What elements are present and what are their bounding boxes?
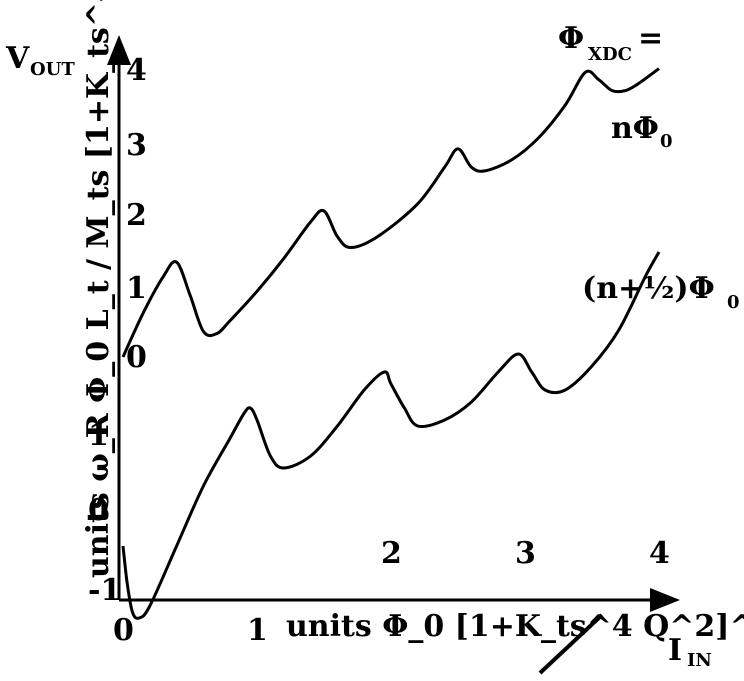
y-tick-upper-0: 0 (126, 340, 147, 375)
y-tick-lower-1: 1 (88, 418, 109, 453)
series-label-top-phi: Φ (558, 21, 584, 56)
x-tick-upper-2: 2 (381, 536, 402, 571)
series-label-top-sub: XDC (588, 44, 632, 65)
y-axis-label-main: V (5, 41, 30, 76)
series-label-top-eq: = (638, 21, 663, 56)
y-tick-lower-0: 0 (88, 493, 109, 528)
y-axis-unit-label: units ω_R Φ_0 L_t / M_ts [1+K_ts^4 Q^2]^… (81, 0, 116, 578)
series-layer (121, 67, 661, 620)
series-label-bottom: (n+½)Φ (582, 271, 715, 306)
series-line-1 (121, 251, 661, 620)
x-tick-lower-1: 1 (247, 613, 268, 648)
x-axis-label-main: I (668, 633, 682, 668)
series-label-top-n: nΦ (611, 111, 659, 146)
x-axis-unit-label: units Φ_0 [1+K_ts^4 Q^2]^½ / M_ts (286, 609, 744, 644)
y-ticks-lower: -1 0 1 (88, 418, 121, 608)
y-tick-upper-4: 4 (126, 53, 147, 88)
series-line-0 (121, 67, 660, 358)
y-tick-upper-2: 2 (126, 198, 147, 233)
x-axis-unit-slash (538, 613, 604, 675)
series-label-bottom-sub: 0 (727, 292, 740, 313)
y-tick-upper-3: 3 (126, 128, 147, 163)
y-tick-upper-1: 1 (126, 271, 147, 306)
x-ticks-upper: 2 3 4 (381, 536, 670, 571)
series-label-top-sub0: 0 (660, 131, 673, 152)
y-axis-label-sub: OUT (30, 59, 75, 80)
x-tick-upper-3: 3 (515, 536, 536, 571)
x-axis-label-sub: IN (687, 650, 712, 671)
y-ticks-upper: 0 1 2 3 4 (126, 53, 147, 375)
y-tick-lower--1: -1 (88, 573, 121, 608)
x-tick-upper-4: 4 (649, 536, 670, 571)
x-tick-lower-0: 0 (113, 613, 134, 648)
